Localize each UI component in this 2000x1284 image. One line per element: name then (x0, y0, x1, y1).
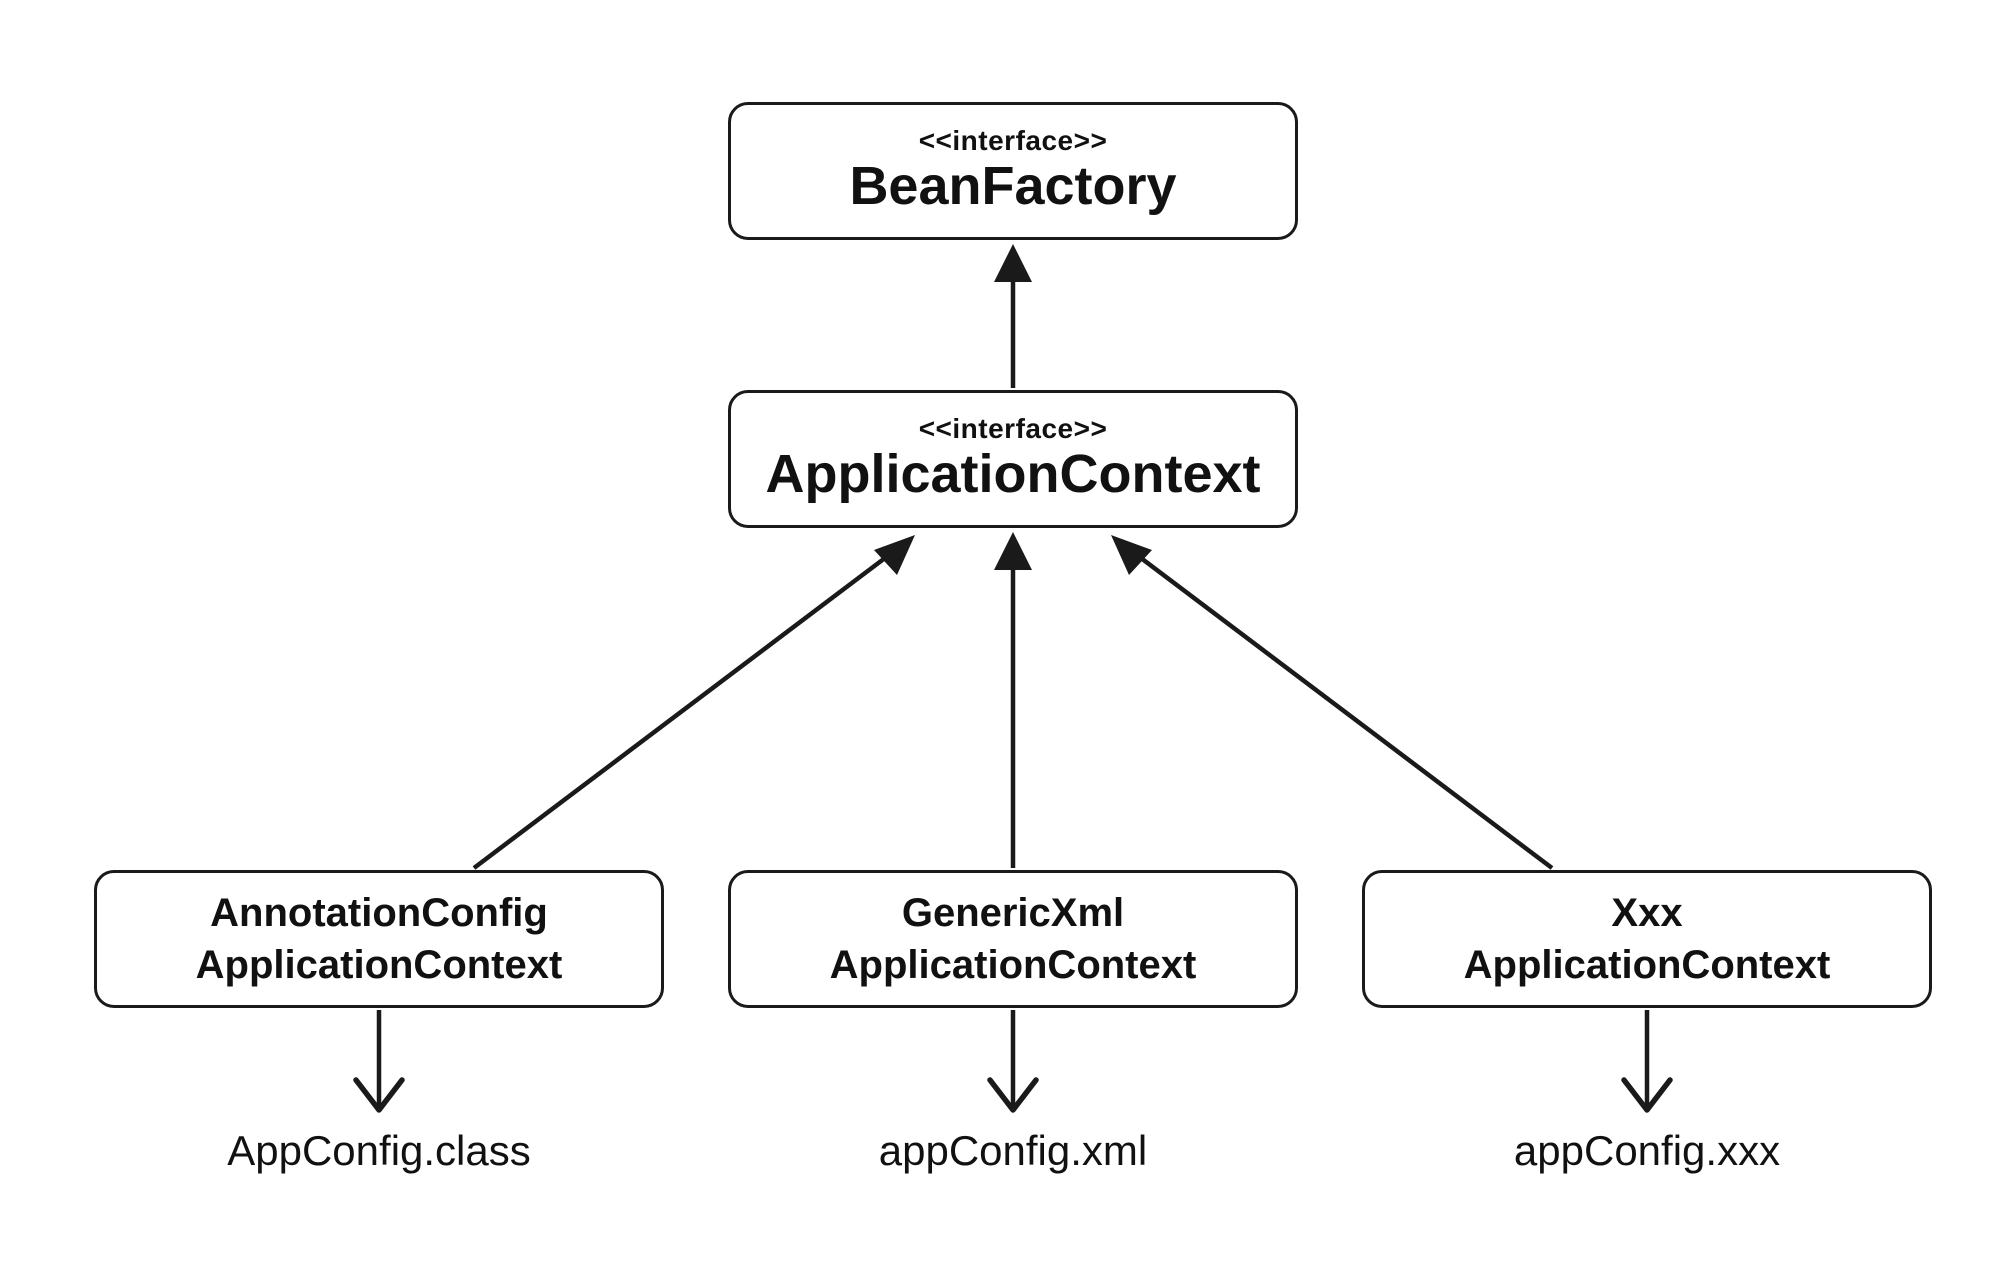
applicationcontext-node: <<interface>> ApplicationContext (728, 390, 1298, 528)
impl-name-line1: Xxx (1611, 891, 1683, 935)
edge-xxx-to-applicationcontext (1111, 535, 1554, 870)
impl-name-line2: ApplicationContext (1463, 943, 1831, 987)
edge-annotationconfig-to-config (353, 1010, 405, 1113)
impl-name-line1: AnnotationConfig (210, 891, 548, 935)
impl-name-line2: ApplicationContext (195, 943, 563, 987)
edge-genericxml-to-config (987, 1010, 1039, 1113)
applicationcontext-stereotype: <<interface>> (918, 413, 1108, 444)
config-label-appconfig-xxx: appConfig.xxx (1513, 1127, 1781, 1174)
edge-genericxml-to-applicationcontext (994, 532, 1032, 868)
impl-name-line1: GenericXml (901, 891, 1125, 935)
beanfactory-stereotype: <<interface>> (918, 125, 1108, 156)
impl-name-line2: ApplicationContext (829, 943, 1197, 987)
config-label-appconfig-class: AppConfig.class (227, 1127, 531, 1174)
applicationcontext-name: ApplicationContext (765, 444, 1261, 504)
xxx-applicationcontext-node: Xxx ApplicationContext (1362, 870, 1932, 1008)
genericxml-applicationcontext-node: GenericXml ApplicationContext (728, 870, 1298, 1008)
edge-applicationcontext-to-beanfactory (994, 244, 1032, 388)
edge-annotationconfig-to-applicationcontext (472, 535, 915, 870)
beanfactory-name: BeanFactory (849, 156, 1177, 216)
config-label-appconfig-xml: appConfig.xml (878, 1127, 1148, 1174)
annotationconfig-applicationcontext-node: AnnotationConfig ApplicationContext (94, 870, 664, 1008)
edge-xxx-to-config (1621, 1010, 1673, 1113)
beanfactory-node: <<interface>> BeanFactory (728, 102, 1298, 240)
